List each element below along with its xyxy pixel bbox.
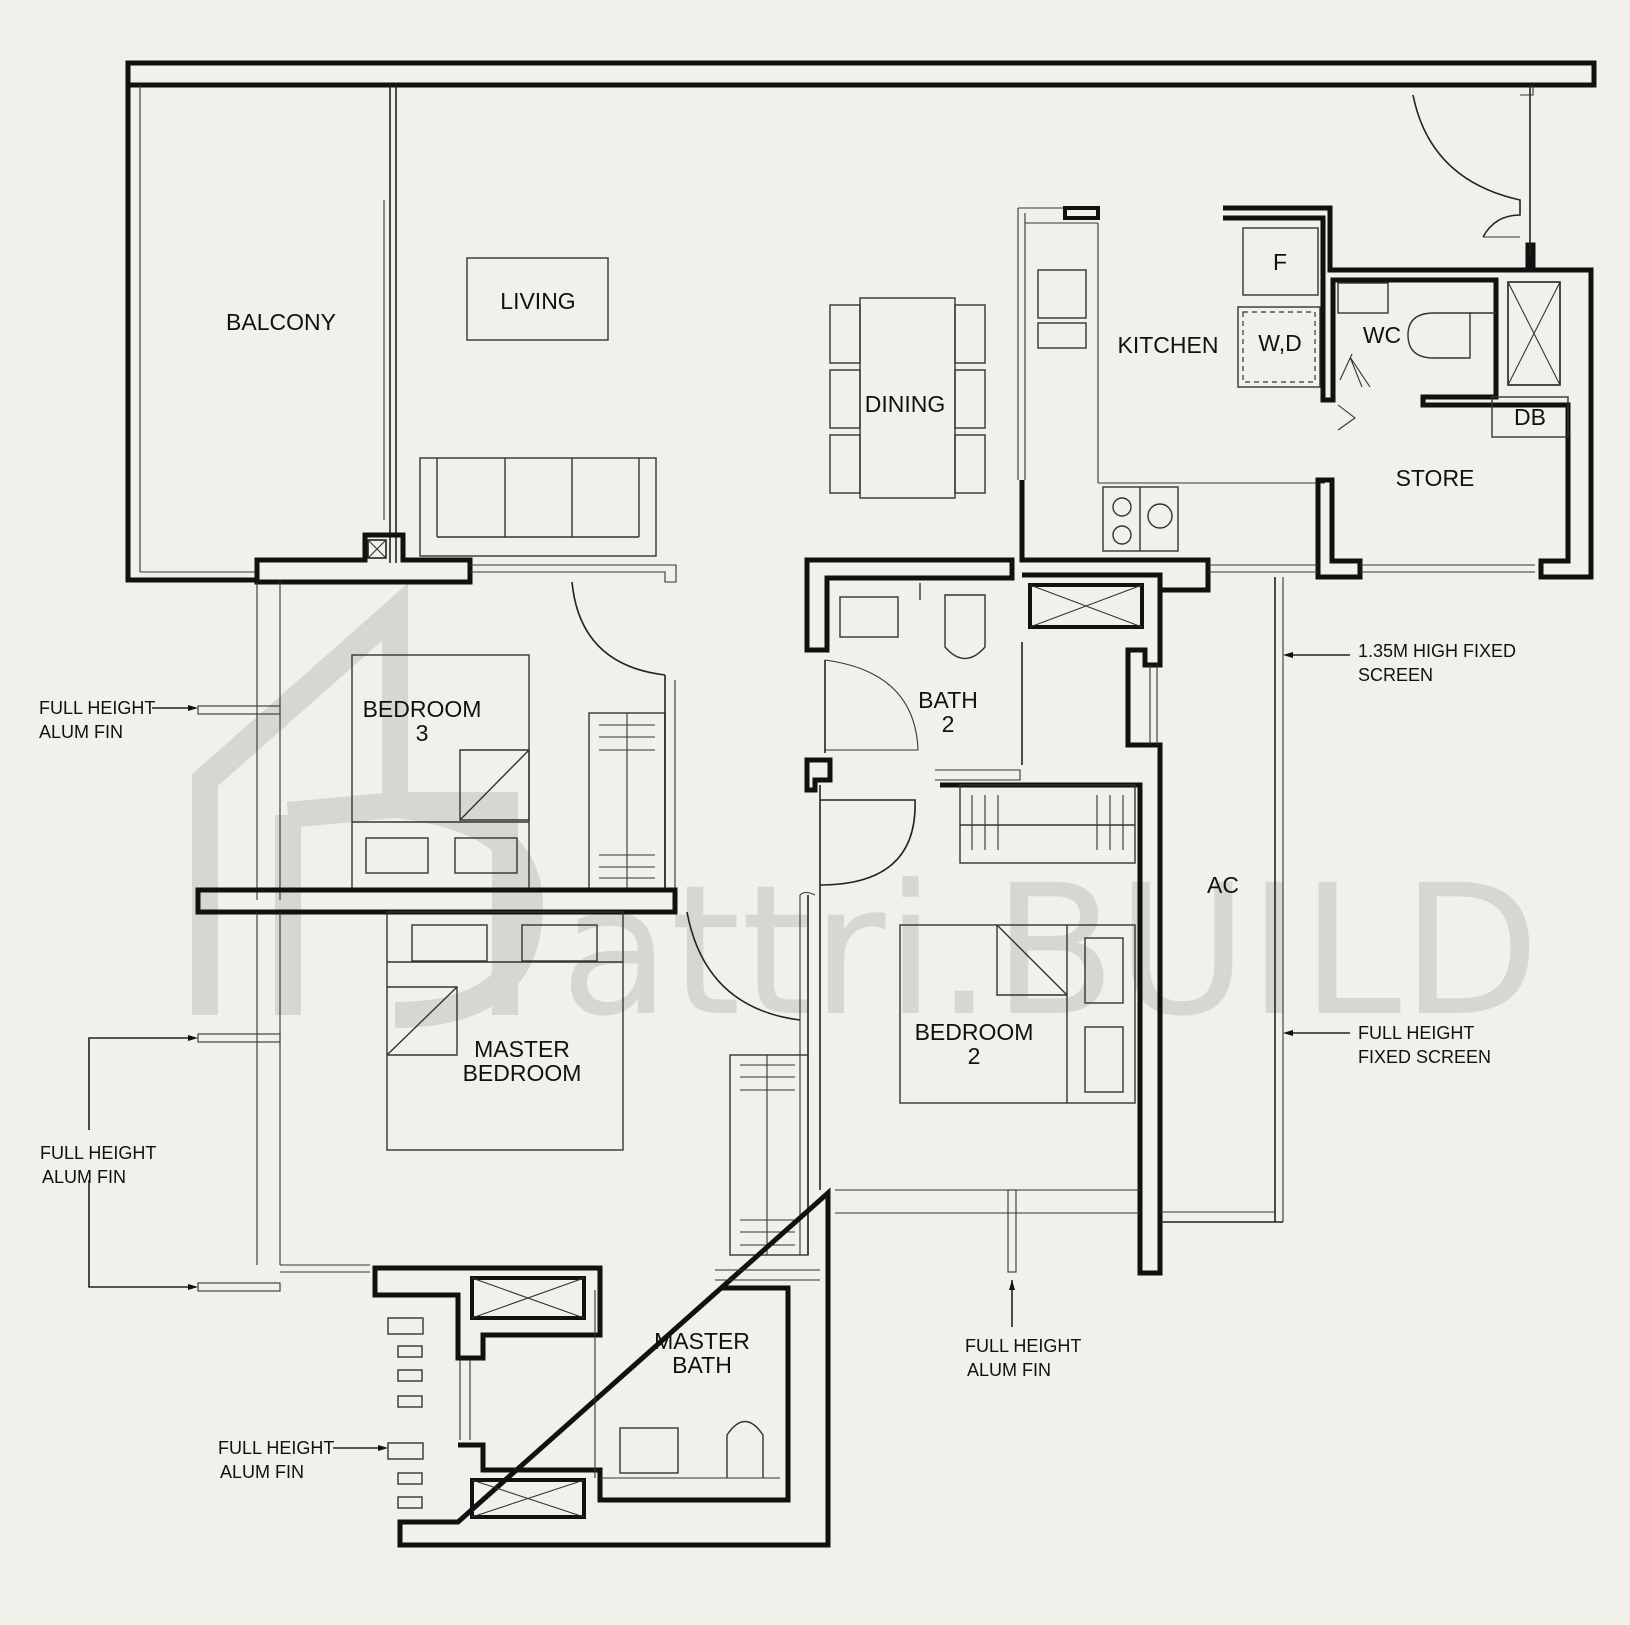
utility-block xyxy=(1223,85,1594,580)
wall-bath-bed2 xyxy=(940,690,1163,1276)
note-fin-left-bottom-1: FULL HEIGHT xyxy=(218,1438,334,1458)
note-fin-bottom-1: FULL HEIGHT xyxy=(965,1336,1081,1356)
label-kitchen: KITCHEN xyxy=(1118,332,1219,358)
bedroom-2 xyxy=(819,784,1140,1214)
label-bedroom3-line1: BEDROOM xyxy=(363,696,482,722)
note-fin-left-mid-1: FULL HEIGHT xyxy=(40,1143,156,1163)
note-screen-full-1: FULL HEIGHT xyxy=(1358,1023,1474,1043)
label-bedroom2-line2: 2 xyxy=(968,1043,981,1069)
label-fridge: F xyxy=(1273,249,1287,275)
label-bedroom3-line2: 3 xyxy=(416,720,429,746)
master-bedroom xyxy=(256,891,816,1273)
label-bath2-line2: 2 xyxy=(942,711,955,737)
label-wc: WC xyxy=(1363,322,1401,348)
annotation-leaders xyxy=(88,652,1350,1451)
watermark: attri.BUILD xyxy=(192,583,1540,1056)
label-master-bath-line1: MASTER xyxy=(654,1328,750,1354)
label-master-bedroom-line1: MASTER xyxy=(474,1036,570,1062)
label-dining: DINING xyxy=(865,391,946,417)
label-washer-dryer: W,D xyxy=(1258,330,1301,356)
note-screen-full-2: FIXED SCREEN xyxy=(1358,1047,1491,1067)
top-slab xyxy=(125,60,1597,88)
sofa xyxy=(419,457,657,557)
note-screen-135-2: SCREEN xyxy=(1358,665,1433,685)
note-fin-bottom-2: ALUM FIN xyxy=(967,1360,1051,1380)
watermark-text: attri.BUILD xyxy=(560,847,1540,1056)
wall-living-bedroom xyxy=(254,532,473,585)
note-fin-left-top-1: FULL HEIGHT xyxy=(39,698,155,718)
label-bath2-line1: BATH xyxy=(918,687,978,713)
note-screen-135-1: 1.35M HIGH FIXED xyxy=(1358,641,1516,661)
note-fin-left-bottom-2: ALUM FIN xyxy=(220,1462,304,1482)
note-fin-left-top-2: ALUM FIN xyxy=(39,722,123,742)
label-master-bath-line2: BATH xyxy=(672,1352,732,1378)
ac-ledge xyxy=(1160,564,1318,1223)
label-balcony: BALCONY xyxy=(226,309,336,335)
label-store: STORE xyxy=(1396,465,1475,491)
balcony-area xyxy=(125,85,397,583)
master-bath xyxy=(372,1187,831,1548)
label-living: LIVING xyxy=(500,288,575,314)
label-bedroom2-line1: BEDROOM xyxy=(915,1019,1034,1045)
label-db: DB xyxy=(1514,404,1546,430)
label-master-bedroom-line2: BEDROOM xyxy=(463,1060,582,1086)
label-ac: AC xyxy=(1207,872,1239,898)
coffee-table xyxy=(466,257,609,341)
note-fin-left-mid-2: ALUM FIN xyxy=(42,1167,126,1187)
bath-2 xyxy=(804,557,1163,793)
dining-set xyxy=(829,297,986,499)
